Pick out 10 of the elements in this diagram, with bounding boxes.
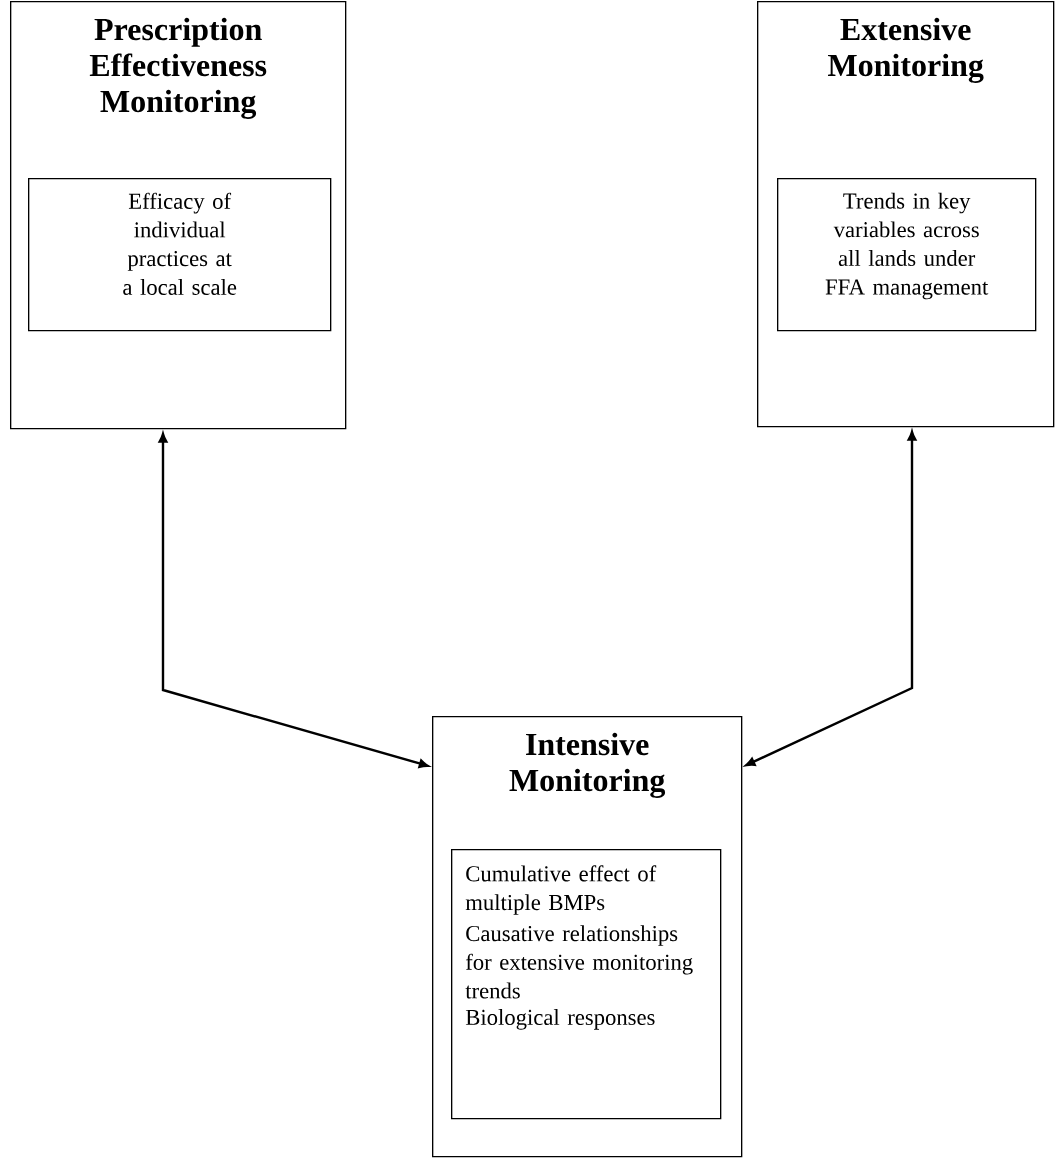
arrow [158,432,429,768]
list-item: Causative relationships for extensive monitoring trends [465,925,693,999]
arrow [745,430,917,767]
list-item: Biological responses [465,1009,655,1030]
heading: Extensive Monitoring [828,17,984,83]
list-item: Cumulative effect of multiple BMPs [465,865,657,915]
box-text: Efficacy of individual practices at a local scale [123,192,237,295]
heading: Intensive Monitoring [509,732,666,798]
heading: Prescription Effectiveness Monitoring [89,17,267,119]
box-text: Trends in key variables across all lands under FFA management [825,192,989,300]
